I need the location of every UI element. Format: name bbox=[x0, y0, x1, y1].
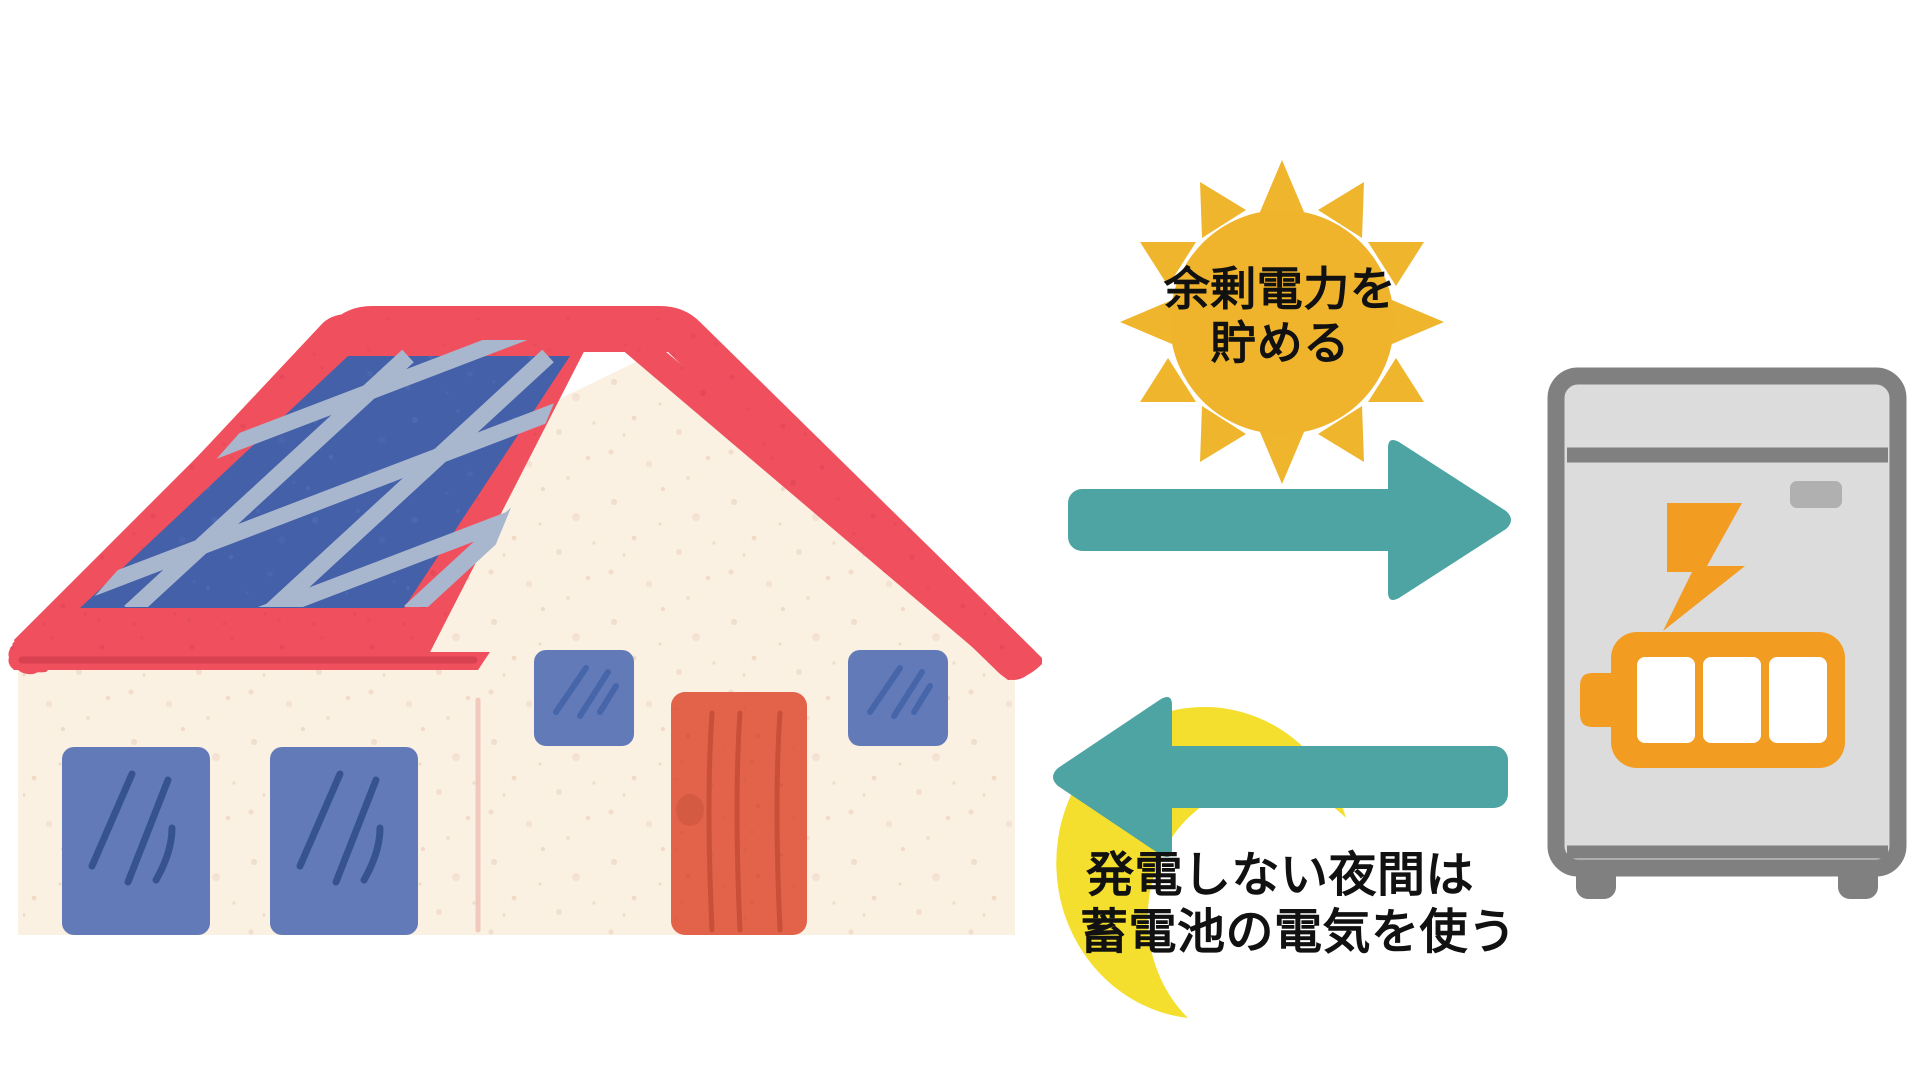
window-reflection-line bbox=[911, 683, 933, 715]
battery-vent-plate bbox=[1790, 481, 1842, 508]
charge-label: 余剰電力を 貯める bbox=[1150, 262, 1410, 371]
storage-battery-unit bbox=[1547, 367, 1907, 899]
door-knob[interactable] bbox=[676, 794, 704, 826]
window-pane bbox=[270, 747, 418, 935]
arrow-left-head bbox=[1053, 697, 1172, 857]
door-plank-line bbox=[774, 710, 783, 933]
house-group bbox=[8, 306, 1042, 935]
window-reflection-line bbox=[124, 776, 172, 886]
window-large-right bbox=[270, 747, 418, 935]
arrow-right-head bbox=[1388, 440, 1511, 600]
window-reflection-line bbox=[553, 665, 589, 715]
sun-rays bbox=[1120, 160, 1444, 484]
door-plank-line bbox=[706, 710, 715, 933]
window-reflection-line bbox=[891, 669, 925, 719]
window-reflection-line bbox=[296, 770, 344, 870]
door-plank-line bbox=[734, 710, 743, 933]
arrow-left-shaft bbox=[1110, 746, 1508, 808]
roof-right-slope bbox=[620, 330, 1033, 680]
roof-ridge bbox=[330, 322, 644, 352]
arrow-battery-to-house bbox=[1053, 697, 1508, 857]
arrow-right-shaft bbox=[1068, 489, 1450, 551]
window-large-left bbox=[62, 747, 210, 935]
charge-label-line2: 貯める bbox=[1210, 317, 1350, 370]
discharge-label-line2: 蓄電池の電気を使う bbox=[1080, 905, 1517, 959]
discharge-label: 発電しない夜間は 蓄電池の電気を使う bbox=[1080, 848, 1517, 961]
sun-disc bbox=[1170, 210, 1394, 434]
lightning-bolt-icon bbox=[1663, 503, 1745, 631]
panel-grid-line bbox=[85, 348, 580, 607]
battery-cell bbox=[1637, 657, 1695, 743]
battery-icon-terminal bbox=[1580, 673, 1611, 727]
panel-grid-line bbox=[85, 340, 580, 564]
window-small-right bbox=[848, 650, 948, 746]
window-reflection-curve bbox=[360, 824, 384, 884]
window-pane bbox=[62, 747, 210, 935]
arrow-house-to-battery bbox=[1068, 440, 1511, 600]
front-door[interactable] bbox=[671, 692, 807, 935]
battery-cell bbox=[1769, 657, 1827, 743]
window-reflection-line bbox=[577, 669, 611, 719]
window-reflection-line bbox=[332, 776, 380, 886]
window-pane bbox=[534, 650, 634, 746]
panel-grid-line bbox=[264, 349, 554, 607]
discharge-label-line1: 発電しない夜間は bbox=[1085, 849, 1474, 902]
charge-label-line1: 余剰電力を bbox=[1163, 263, 1397, 315]
battery-level-icon bbox=[1580, 632, 1845, 768]
window-small-left bbox=[534, 650, 634, 746]
window-reflection-curve bbox=[152, 824, 176, 884]
sun-icon bbox=[1120, 160, 1444, 484]
window-reflection-line bbox=[88, 770, 136, 870]
battery-cell bbox=[1703, 657, 1761, 743]
panel-grid-line bbox=[97, 408, 580, 607]
window-reflection-line bbox=[597, 683, 619, 715]
window-reflection-line bbox=[867, 665, 903, 715]
window-pane bbox=[848, 650, 948, 746]
